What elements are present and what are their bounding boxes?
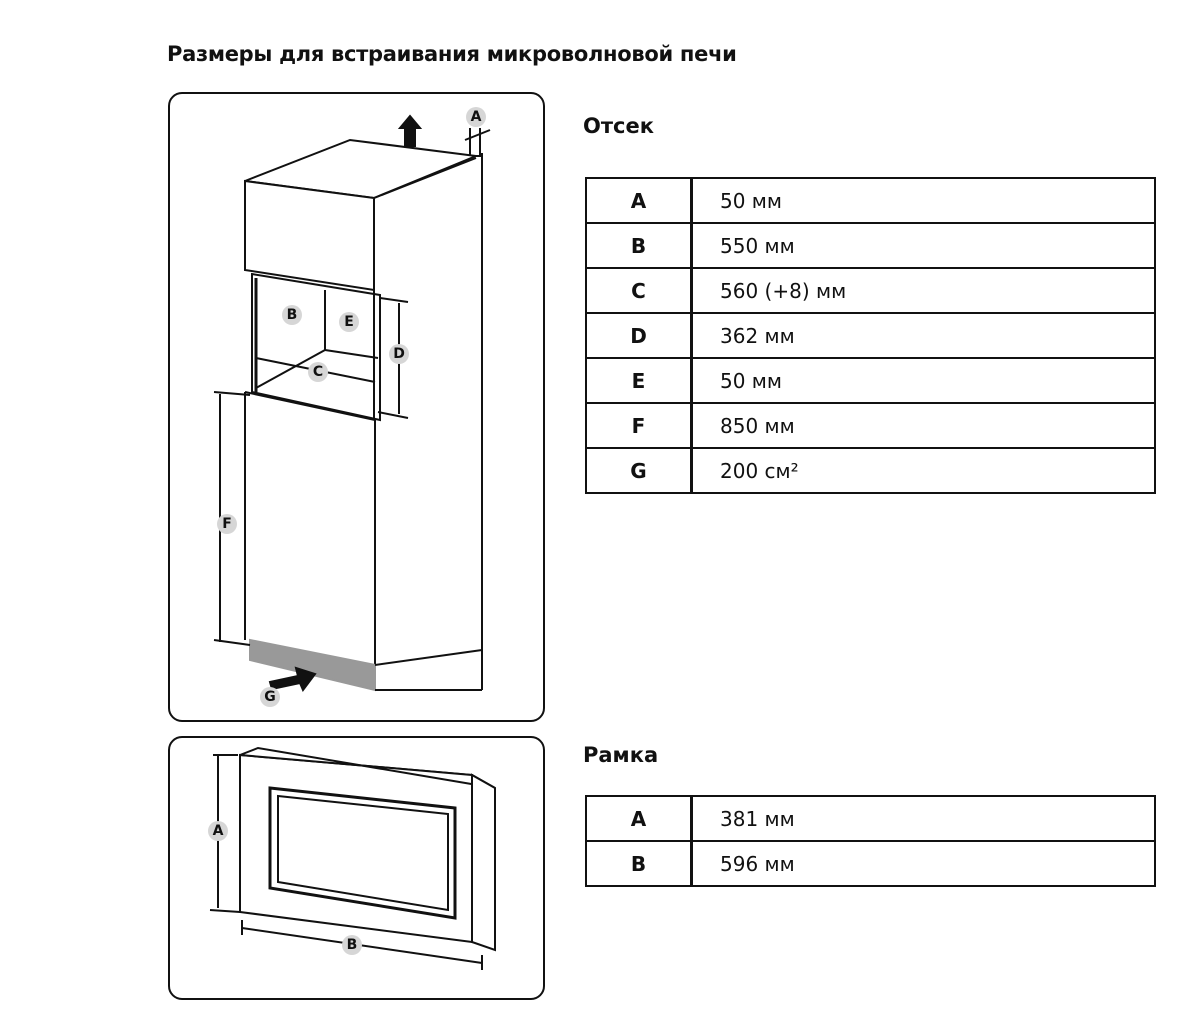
frame-diagram-panel	[168, 736, 545, 1000]
cabinet-diagram-panel	[168, 92, 545, 722]
page-title: Размеры для встраивания микроволновой пе…	[167, 42, 737, 66]
compartment-heading: Отсек	[583, 114, 654, 138]
frame-heading: Рамка	[583, 743, 659, 767]
